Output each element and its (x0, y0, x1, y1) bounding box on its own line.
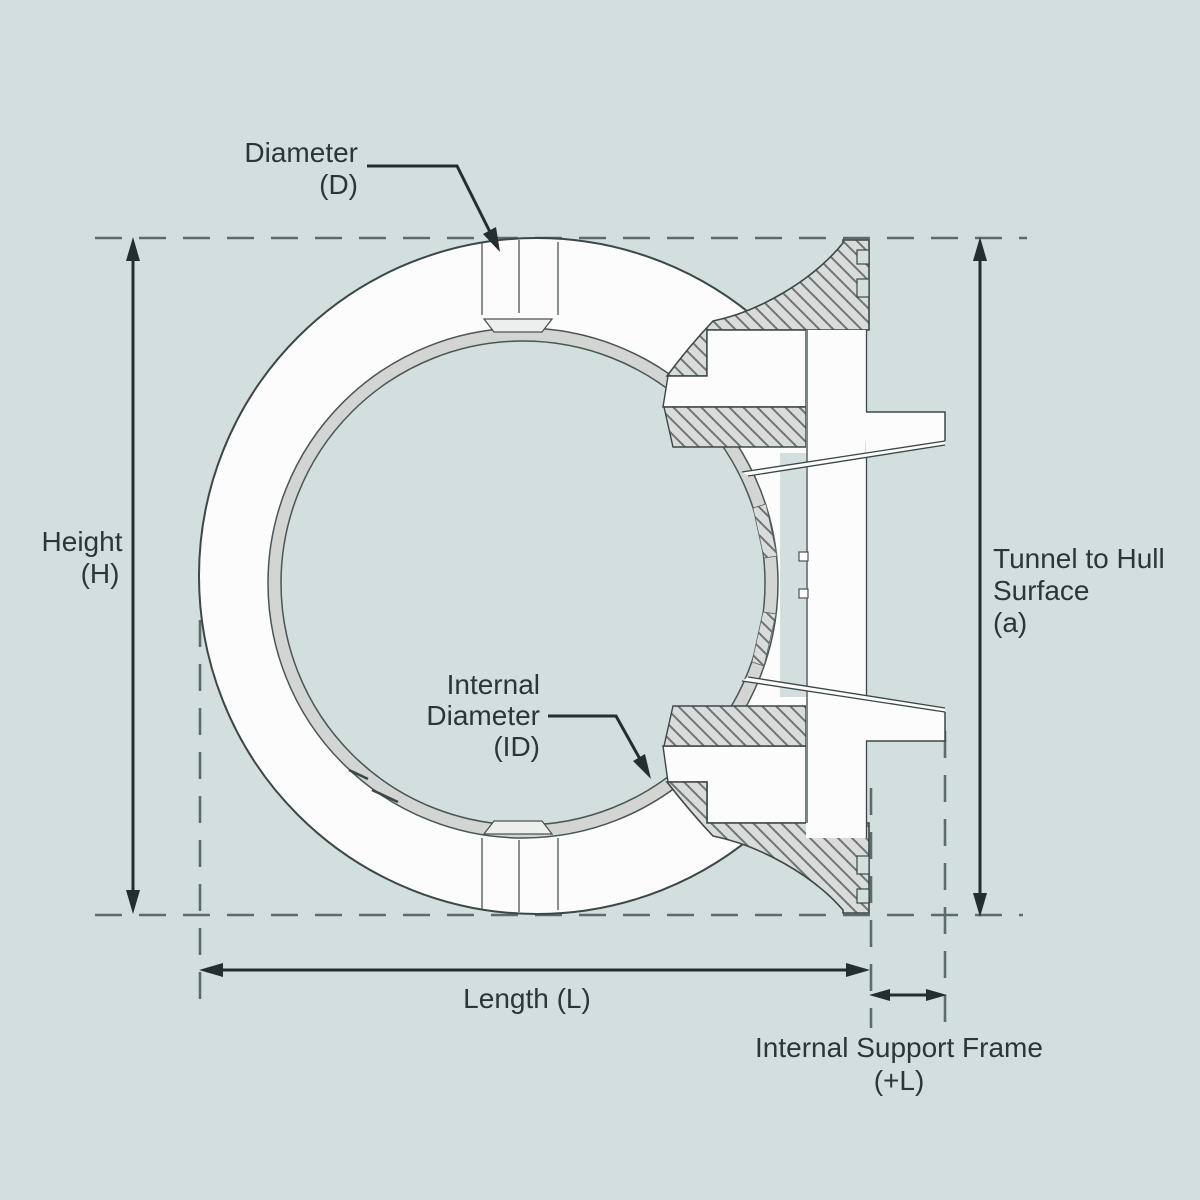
internal-diameter-label-line2: Diameter (426, 700, 540, 731)
support-frame-arms (741, 411, 946, 742)
plate-step-tick-2 (798, 588, 809, 599)
internal-diameter-label-line3: (ID) (493, 731, 540, 762)
frame-arrow-right (926, 989, 947, 1001)
diameter-arrowhead (483, 227, 500, 252)
length-dimension (199, 963, 870, 977)
tunnel-tube-ring (198, 237, 876, 915)
hull-arrow-down (973, 893, 987, 917)
frame-arrow-left (869, 989, 890, 1001)
top-anode-bracket (482, 318, 554, 333)
upper-gusset-section (665, 239, 870, 377)
tunnel-to-hull-label-line2: Surface (993, 575, 1090, 606)
tunnel-to-hull-label-line1: Tunnel to Hull (993, 543, 1165, 574)
tube-top-seam (481, 240, 559, 333)
diameter-label: Diameter (D) (244, 137, 358, 200)
top-cone-strip (742, 441, 945, 476)
length-label: Length (L) (463, 983, 591, 1014)
height-label-line2: (H) (81, 558, 120, 589)
height-dimension (126, 237, 140, 914)
lower-flange-notch-2 (856, 855, 870, 875)
internal-diameter-label-line1: Internal (447, 669, 540, 700)
internal-support-frame-label-line2: (+L) (874, 1065, 925, 1096)
height-arrow-down (126, 890, 140, 914)
lower-flange-notch-1 (856, 888, 870, 904)
hull-arrow-up (973, 237, 987, 261)
internal-support-frame-label: Internal Support Frame (+L) (755, 1032, 1043, 1096)
upper-weld-band-section (663, 406, 807, 448)
plate-step-tick-1 (798, 551, 809, 562)
height-label: Height (H) (42, 526, 123, 589)
internal-diameter-leader (548, 714, 651, 779)
lower-weld-band-section (663, 705, 807, 747)
internal-support-frame-label-line1: Internal Support Frame (755, 1032, 1043, 1063)
diameter-label-line1: Diameter (244, 137, 358, 168)
tunnel-to-hull-dimension (973, 237, 987, 917)
tube-bottom-seam (481, 820, 559, 912)
flange-lower-assembly (662, 705, 870, 914)
length-arrow-left (199, 963, 223, 977)
rim-weld-marks (348, 768, 399, 804)
top-arm-edge (866, 411, 946, 441)
bottom-cone-strip (742, 677, 945, 712)
tunnel-to-hull-label: Tunnel to Hull Surface (a) (993, 543, 1165, 638)
support-frame-dimension (869, 989, 947, 1001)
flange-plate-column (798, 330, 868, 838)
internal-diameter-arrowhead (633, 754, 651, 779)
bottom-anode-bracket (482, 820, 554, 835)
height-label-line1: Height (42, 526, 123, 557)
upper-flange-notch-1 (856, 249, 870, 265)
diameter-leader (367, 164, 500, 252)
flange-upper-assembly (662, 239, 870, 448)
bottom-arm-edge (866, 712, 946, 742)
height-arrow-up (126, 237, 140, 261)
length-label-line1: Length (L) (463, 983, 591, 1014)
length-arrow-right (846, 963, 870, 977)
internal-diameter-label: Internal Diameter (ID) (426, 669, 540, 762)
tunnel-to-hull-label-line3: (a) (993, 607, 1027, 638)
upper-flange-notch-2 (856, 278, 870, 298)
diameter-label-line2: (D) (319, 169, 358, 200)
lower-gusset-section (665, 781, 870, 914)
